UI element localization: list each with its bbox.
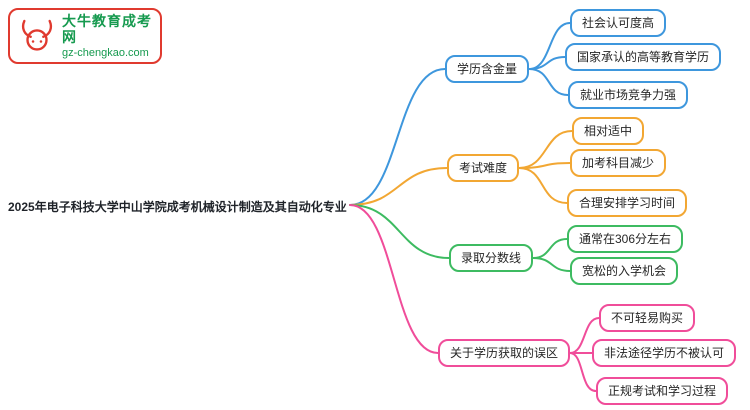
leaf-node: 国家承认的高等教育学历 — [565, 43, 722, 71]
link-branch4-leaf1 — [569, 317, 600, 354]
link-branch3-leaf2 — [532, 257, 571, 272]
leaf-node: 正规考试和学习过程 — [596, 377, 729, 405]
branch-node-xueli-wuqu: 关于学历获取的误区 — [438, 339, 571, 367]
leaf-node: 合理安排学习时间 — [567, 189, 688, 217]
leaf-node: 就业市场竞争力强 — [568, 81, 689, 109]
leaf-node: 宽松的入学机会 — [570, 257, 679, 285]
branch-node-xueli-hanjinliang: 学历含金量 — [445, 55, 530, 83]
leaf-node: 不可轻易购买 — [599, 304, 696, 332]
branch-node-kaoshi-nandu: 考试难度 — [447, 154, 520, 182]
root-topic: 2025年电子科技大学中山学院成考机械设计制造及其自动化专业 — [8, 200, 347, 214]
logo-brand-name: 大牛教育成考网 — [62, 12, 152, 45]
link-root-branch2 — [349, 167, 448, 206]
link-root-branch3 — [349, 204, 450, 259]
link-root-branch4 — [349, 204, 439, 354]
leaf-node: 社会认可度高 — [570, 9, 667, 37]
logo-site-url: gz-chengkao.com — [62, 46, 149, 59]
link-branch3-leaf1 — [532, 238, 568, 259]
link-branch4-leaf3 — [569, 352, 597, 392]
branch-node-luqu-fenshuxian: 录取分数线 — [449, 244, 534, 272]
leaf-node: 非法途径学历不被认可 — [592, 339, 737, 367]
link-branch2-leaf3 — [518, 167, 568, 204]
bull-icon — [21, 19, 53, 51]
link-root-branch1 — [349, 68, 446, 206]
leaf-node: 通常在306分左右 — [567, 225, 684, 253]
link-branch1-leaf3 — [528, 68, 569, 96]
link-branch2-leaf2 — [518, 162, 571, 169]
leaf-node: 加考科目减少 — [570, 149, 667, 177]
site-logo[interactable]: 大牛教育成考网 gz-chengkao.com — [8, 8, 162, 64]
leaf-node: 相对适中 — [572, 117, 645, 145]
logo-text-block: 大牛教育成考网 gz-chengkao.com — [62, 13, 152, 60]
